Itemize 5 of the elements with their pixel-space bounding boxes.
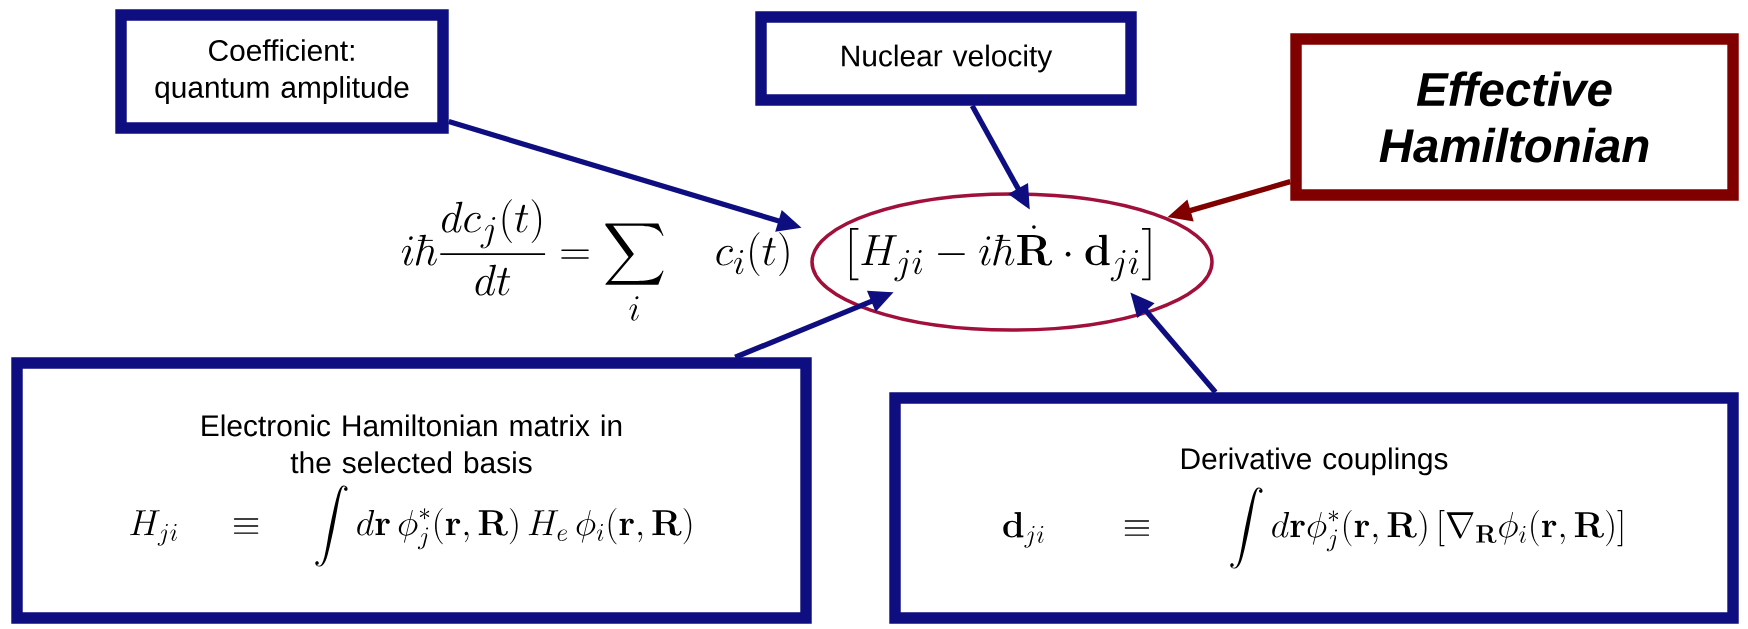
callout-box: Coefficient: quantum amplitude	[115, 9, 449, 134]
callout-box: Effective Hamiltonian	[1290, 33, 1739, 201]
callout-box: Derivative couplings $\mathbf{d}_{ji} \;\;\equiv\;\; \int d\mathbf{r} \phi_j^*(\mathbf{r},\mathbf{R})\, [\nabla_{\mathbf{R}}\phi_i(\mathbf{r},\mathbf{R})]$	[889, 392, 1739, 624]
callout-box: Electronic Hamiltonian matrix in the selected basis $H_{ji} \;\equiv\; \int d\mathbf{r}\, \phi_j^*(\mathbf{r},\mathbf{R})\, H_e\, \phi_i(\mathbf{r},\mathbf{R})$	[11, 357, 812, 624]
callout-box: Nuclear velocity	[755, 11, 1137, 106]
